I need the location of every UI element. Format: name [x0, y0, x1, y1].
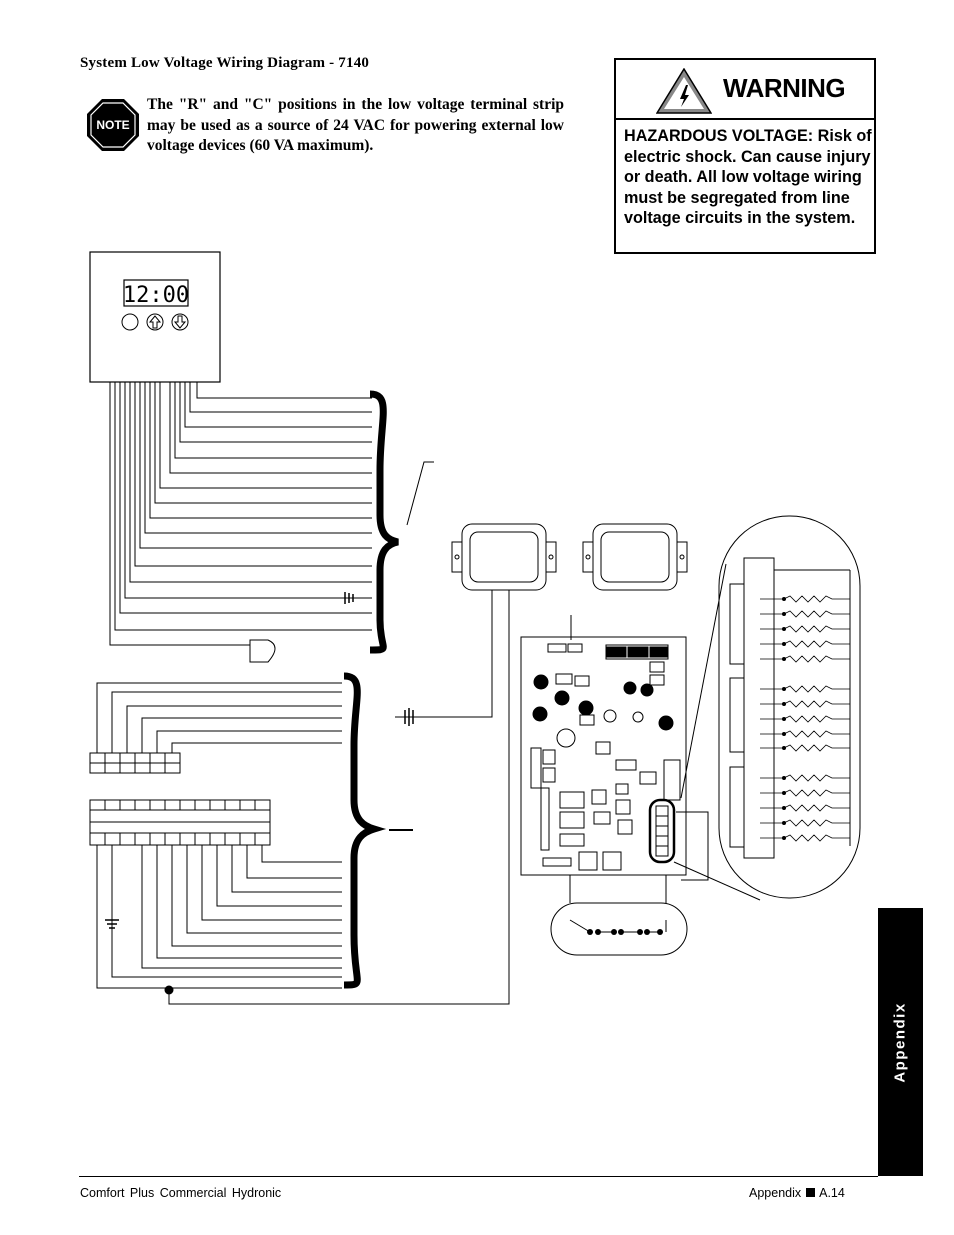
ground-icon [395, 590, 493, 726]
footer-page-ref: Appendix A.14 [749, 1186, 845, 1200]
electric-hazard-triangle-icon [656, 68, 712, 114]
transformer [582, 523, 688, 591]
note-icon-label: NOTE [96, 118, 129, 132]
control-board [520, 636, 687, 876]
board-aux-wire [676, 811, 709, 881]
small-terminal-block [89, 752, 181, 774]
common-wire [168, 590, 510, 1005]
terminal-detail-magnified [673, 515, 861, 901]
terminal-strip-wires [96, 845, 342, 989]
footer-section: Appendix [749, 1186, 802, 1200]
transformer [451, 523, 557, 591]
note-icon: NOTE [87, 99, 139, 151]
callout-line [406, 461, 434, 526]
down-arrow-button-icon [171, 313, 189, 331]
appendix-side-tab-label: Appendix [892, 1001, 909, 1083]
ground-icon [105, 915, 119, 929]
upper-brace [369, 390, 399, 654]
thermostat-wires [109, 382, 372, 646]
low-voltage-terminal-strip [89, 799, 271, 846]
footer-page-number: A.14 [819, 1186, 845, 1200]
note-text: The "R" and "C" positions in the low vol… [147, 96, 564, 154]
thermostat-display: 12:00 [123, 283, 189, 308]
footer-rule [79, 1176, 878, 1177]
warning-body: HAZARDOUS VOLTAGE: Risk of electric shoc… [624, 127, 872, 228]
warning-box: WARNING HAZARDOUS VOLTAGE: Risk of elect… [614, 58, 876, 254]
small-block-wires [96, 682, 342, 753]
sensor-probe [249, 639, 276, 663]
footer-document-title: Comfort Plus Commercial Hydronic [80, 1186, 282, 1200]
warning-header: WARNING [616, 60, 874, 120]
up-arrow-button-icon [146, 313, 164, 331]
appendix-side-tab-label-wrap: Appendix [878, 908, 923, 1176]
lower-brace [343, 672, 387, 989]
square-bullet-icon [806, 1188, 816, 1197]
warning-heading: WARNING [723, 73, 846, 103]
appendix-side-tab [878, 908, 923, 1176]
page-title: System Low Voltage Wiring Diagram - 7140 [80, 55, 370, 71]
switch-chain [550, 875, 688, 956]
thermostat: 12:00 [89, 251, 221, 383]
circle-button-icon [121, 313, 139, 331]
ground-icon [344, 592, 356, 604]
